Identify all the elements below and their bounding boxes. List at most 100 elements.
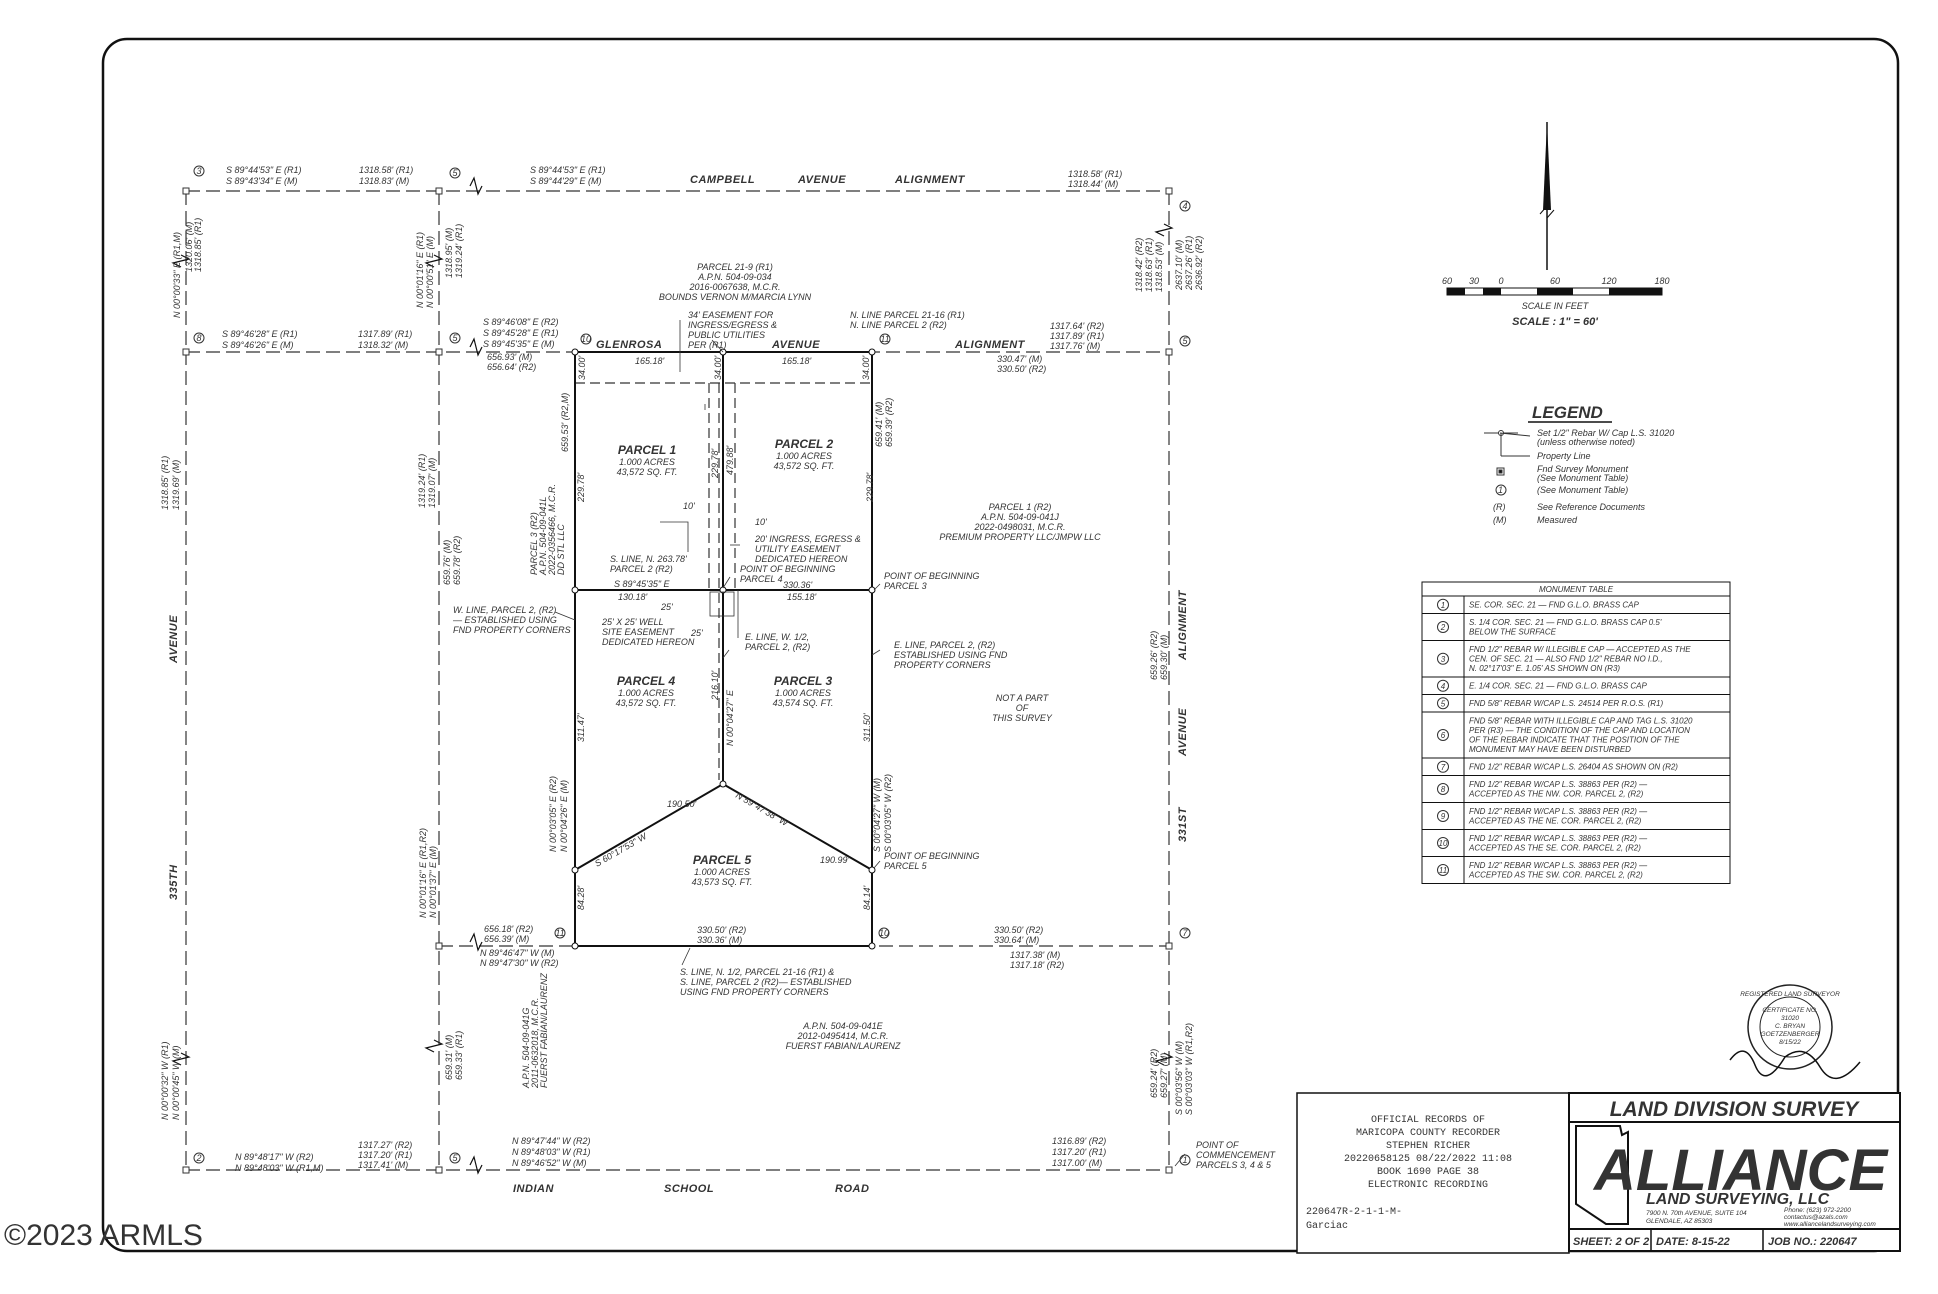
svg-text:S 89°45'35" E: S 89°45'35" E xyxy=(614,579,671,589)
svg-text:84.14': 84.14' xyxy=(862,885,872,910)
monument-number: 9 xyxy=(1441,812,1446,821)
svg-text:ELECTRONIC RECORDING: ELECTRONIC RECORDING xyxy=(1368,1180,1488,1191)
svg-text:N 89°46'47" W (M): N 89°46'47" W (M) xyxy=(480,948,555,958)
monument-description: ACCEPTED AS THE SW. COR. PARCEL 2, (R2) xyxy=(1468,871,1643,880)
svg-text:659.53' (R2,M): 659.53' (R2,M) xyxy=(560,393,570,452)
svg-text:N 00°04'26" E (M): N 00°04'26" E (M) xyxy=(559,780,569,852)
svg-text:N 00°01'37" E (M): N 00°01'37" E (M) xyxy=(428,846,438,918)
svg-text:OFFICIAL RECORDS OF: OFFICIAL RECORDS OF xyxy=(1371,1115,1485,1126)
svg-text:1317.20' (R1): 1317.20' (R1) xyxy=(358,1150,412,1160)
svg-text:330.47' (M): 330.47' (M) xyxy=(997,354,1042,364)
svg-text:N 00°00'32" W (R1): N 00°00'32" W (R1) xyxy=(160,1041,170,1120)
monuments: 3 5 4 8 5 10 11 5 11 10 7 2 5 1 xyxy=(182,165,1191,1174)
svg-text:25': 25' xyxy=(660,602,673,612)
svg-text:1.000 ACRES: 1.000 ACRES xyxy=(618,688,674,698)
svg-text:POINT OF: POINT OF xyxy=(1196,1140,1239,1150)
svg-text:1318.85' (R1): 1318.85' (R1) xyxy=(160,456,170,510)
svg-text:Property Line: Property Line xyxy=(1537,451,1591,461)
svg-text:— ESTABLISHED USING: — ESTABLISHED USING xyxy=(452,615,557,625)
svg-text:1317.27' (R2): 1317.27' (R2) xyxy=(358,1140,412,1150)
svg-text:1318.58' (R1): 1318.58' (R1) xyxy=(359,165,413,175)
svg-text:330.36' (M): 330.36' (M) xyxy=(697,935,742,945)
svg-text:0: 0 xyxy=(1498,276,1503,286)
svg-text:PARCEL 4: PARCEL 4 xyxy=(740,574,783,584)
svg-text:30: 30 xyxy=(1469,276,1479,286)
svg-text:N 89°47'30" W (R2): N 89°47'30" W (R2) xyxy=(480,958,559,968)
svg-text:PARCEL 3: PARCEL 3 xyxy=(884,581,927,591)
svg-text:S 89°46'28" E (R1): S 89°46'28" E (R1) xyxy=(222,329,298,339)
svg-text:190.99': 190.99' xyxy=(820,855,850,865)
svg-text:N 89°48'03" W (R1,M): N 89°48'03" W (R1,M) xyxy=(235,1163,324,1173)
svg-text:ROAD: ROAD xyxy=(835,1183,869,1195)
monument-description: CEN. OF SEC. 21 — ALSO FND 1/2" REBAR NO… xyxy=(1469,655,1663,664)
svg-text:1318.32' (M): 1318.32' (M) xyxy=(358,340,408,350)
svg-text:2637.26' (R1): 2637.26' (R1) xyxy=(1184,236,1194,291)
svg-text:1317.38' (M): 1317.38' (M) xyxy=(1010,950,1060,960)
monument-5c: 5 xyxy=(1179,335,1191,347)
monument-description: FND 1/2" REBAR W/CAP L.S. 38863 PER (R2)… xyxy=(1469,780,1648,789)
svg-text:Phone: (623) 972-2200: Phone: (623) 972-2200 xyxy=(1784,1207,1851,1214)
svg-text:1318.42' (R2): 1318.42' (R2) xyxy=(1134,238,1144,292)
north-arrow-icon xyxy=(1539,122,1555,270)
svg-text:1.000 ACRES: 1.000 ACRES xyxy=(694,867,750,877)
svg-text:POINT OF BEGINNING: POINT OF BEGINNING xyxy=(740,564,835,574)
svg-text:1320.06' (M): 1320.06' (M) xyxy=(184,222,194,272)
svg-text:N. LINE PARCEL 21-16 (R1): N. LINE PARCEL 21-16 (R1) xyxy=(850,310,965,320)
monument-description: PER (R3) — THE CONDITION OF THE CAP AND … xyxy=(1469,726,1690,735)
svg-text:S 89°45'28" E (R1): S 89°45'28" E (R1) xyxy=(483,328,559,338)
svg-text:BOOK 1690 PAGE 38: BOOK 1690 PAGE 38 xyxy=(1377,1167,1479,1178)
svg-text:A.P.N. 504-09-034: A.P.N. 504-09-034 xyxy=(697,272,771,282)
monument-3: 3 xyxy=(193,165,205,177)
monument-number: 8 xyxy=(1441,785,1446,794)
svg-text:8: 8 xyxy=(196,333,201,343)
svg-text:PARCEL 2: PARCEL 2 xyxy=(775,437,834,451)
monument-number: 3 xyxy=(1441,655,1446,664)
svg-text:2022-0356466, M.C.R.: 2022-0356466, M.C.R. xyxy=(547,484,557,576)
svg-text:335TH: 335TH xyxy=(168,864,180,900)
svg-text:1317.89' (R1): 1317.89' (R1) xyxy=(1050,331,1104,341)
monument-description: ACCEPTED AS THE NW. COR. PARCEL 2, (R2) xyxy=(1468,790,1644,799)
monument-description: ACCEPTED AS THE NE. COR. PARCEL 2, (R2) xyxy=(1468,817,1642,826)
svg-text:POINT OF BEGINNING: POINT OF BEGINNING xyxy=(884,851,979,861)
svg-text:311.50': 311.50' xyxy=(862,713,872,742)
svg-text:S 00°04'27" W (M): S 00°04'27" W (M) xyxy=(872,778,882,852)
svg-text:REGISTERED LAND SURVEYOR: REGISTERED LAND SURVEYOR xyxy=(1740,991,1840,998)
svg-text:N 00°00'45" W (M): N 00°00'45" W (M) xyxy=(171,1045,181,1120)
svg-text:A.P.N. 504-09-041L: A.P.N. 504-09-041L xyxy=(538,497,548,576)
svg-text:PARCEL 5: PARCEL 5 xyxy=(884,861,928,871)
svg-text:Measured: Measured xyxy=(1537,515,1578,525)
svg-text:S 00°03'05" W (R2): S 00°03'05" W (R2) xyxy=(883,774,893,852)
monument-2: 2 xyxy=(193,1152,205,1164)
svg-text:S. LINE, N. 1/2, PARCEL 21-16: S. LINE, N. 1/2, PARCEL 21-16 (R1) & xyxy=(680,967,834,977)
svg-text:PUBLIC UTILITIES: PUBLIC UTILITIES xyxy=(688,330,765,340)
svg-text:659.41' (M): 659.41' (M) xyxy=(874,402,884,447)
monument-description: FND 1/2" REBAR W/ ILLEGIBLE CAP — ACCEPT… xyxy=(1469,645,1691,654)
svg-text:2011-0632018, M.C.R.: 2011-0632018, M.C.R. xyxy=(530,998,540,1089)
monument-description: FND 1/2" REBAR W/CAP L.S. 38863 PER (R2)… xyxy=(1469,861,1648,870)
svg-text:34.00': 34.00' xyxy=(713,355,723,380)
svg-text:479.88': 479.88' xyxy=(725,445,735,475)
svg-text:1317.18' (R2): 1317.18' (R2) xyxy=(1010,960,1064,970)
svg-text:(See Monument Table): (See Monument Table) xyxy=(1537,473,1628,483)
svg-text:N 89°46'52" W (M): N 89°46'52" W (M) xyxy=(512,1158,587,1168)
svg-text:N 00°01'16" E (R1,R2): N 00°01'16" E (R1,R2) xyxy=(418,828,428,918)
svg-text:7: 7 xyxy=(1182,928,1188,938)
svg-text:25' X 25' WELL: 25' X 25' WELL xyxy=(601,617,663,627)
svg-text:GLENROSA: GLENROSA xyxy=(596,339,662,351)
svg-text:UTILITY EASEMENT: UTILITY EASEMENT xyxy=(755,544,842,554)
svg-text:PROPERTY CORNERS: PROPERTY CORNERS xyxy=(894,660,991,670)
svg-text:ALIGNMENT: ALIGNMENT xyxy=(894,174,966,186)
svg-text:Set 1/2" Rebar W/ Cap L.S. 310: Set 1/2" Rebar W/ Cap L.S. 31020 xyxy=(1537,428,1674,438)
svg-text:11: 11 xyxy=(555,928,564,938)
svg-text:PREMIUM PROPERTY LLC/JMPW LLC: PREMIUM PROPERTY LLC/JMPW LLC xyxy=(939,532,1101,542)
svg-text:S 60°17'53" W: S 60°17'53" W xyxy=(593,830,650,868)
svg-text:STEPHEN RICHER: STEPHEN RICHER xyxy=(1386,1141,1470,1152)
monument-description: SE. COR. SEC. 21 — FND G.L.O. BRASS CAP xyxy=(1469,601,1639,610)
scale-bar: 60 30 0 60 120 180 SCALE IN FEET SCALE :… xyxy=(1442,276,1670,328)
